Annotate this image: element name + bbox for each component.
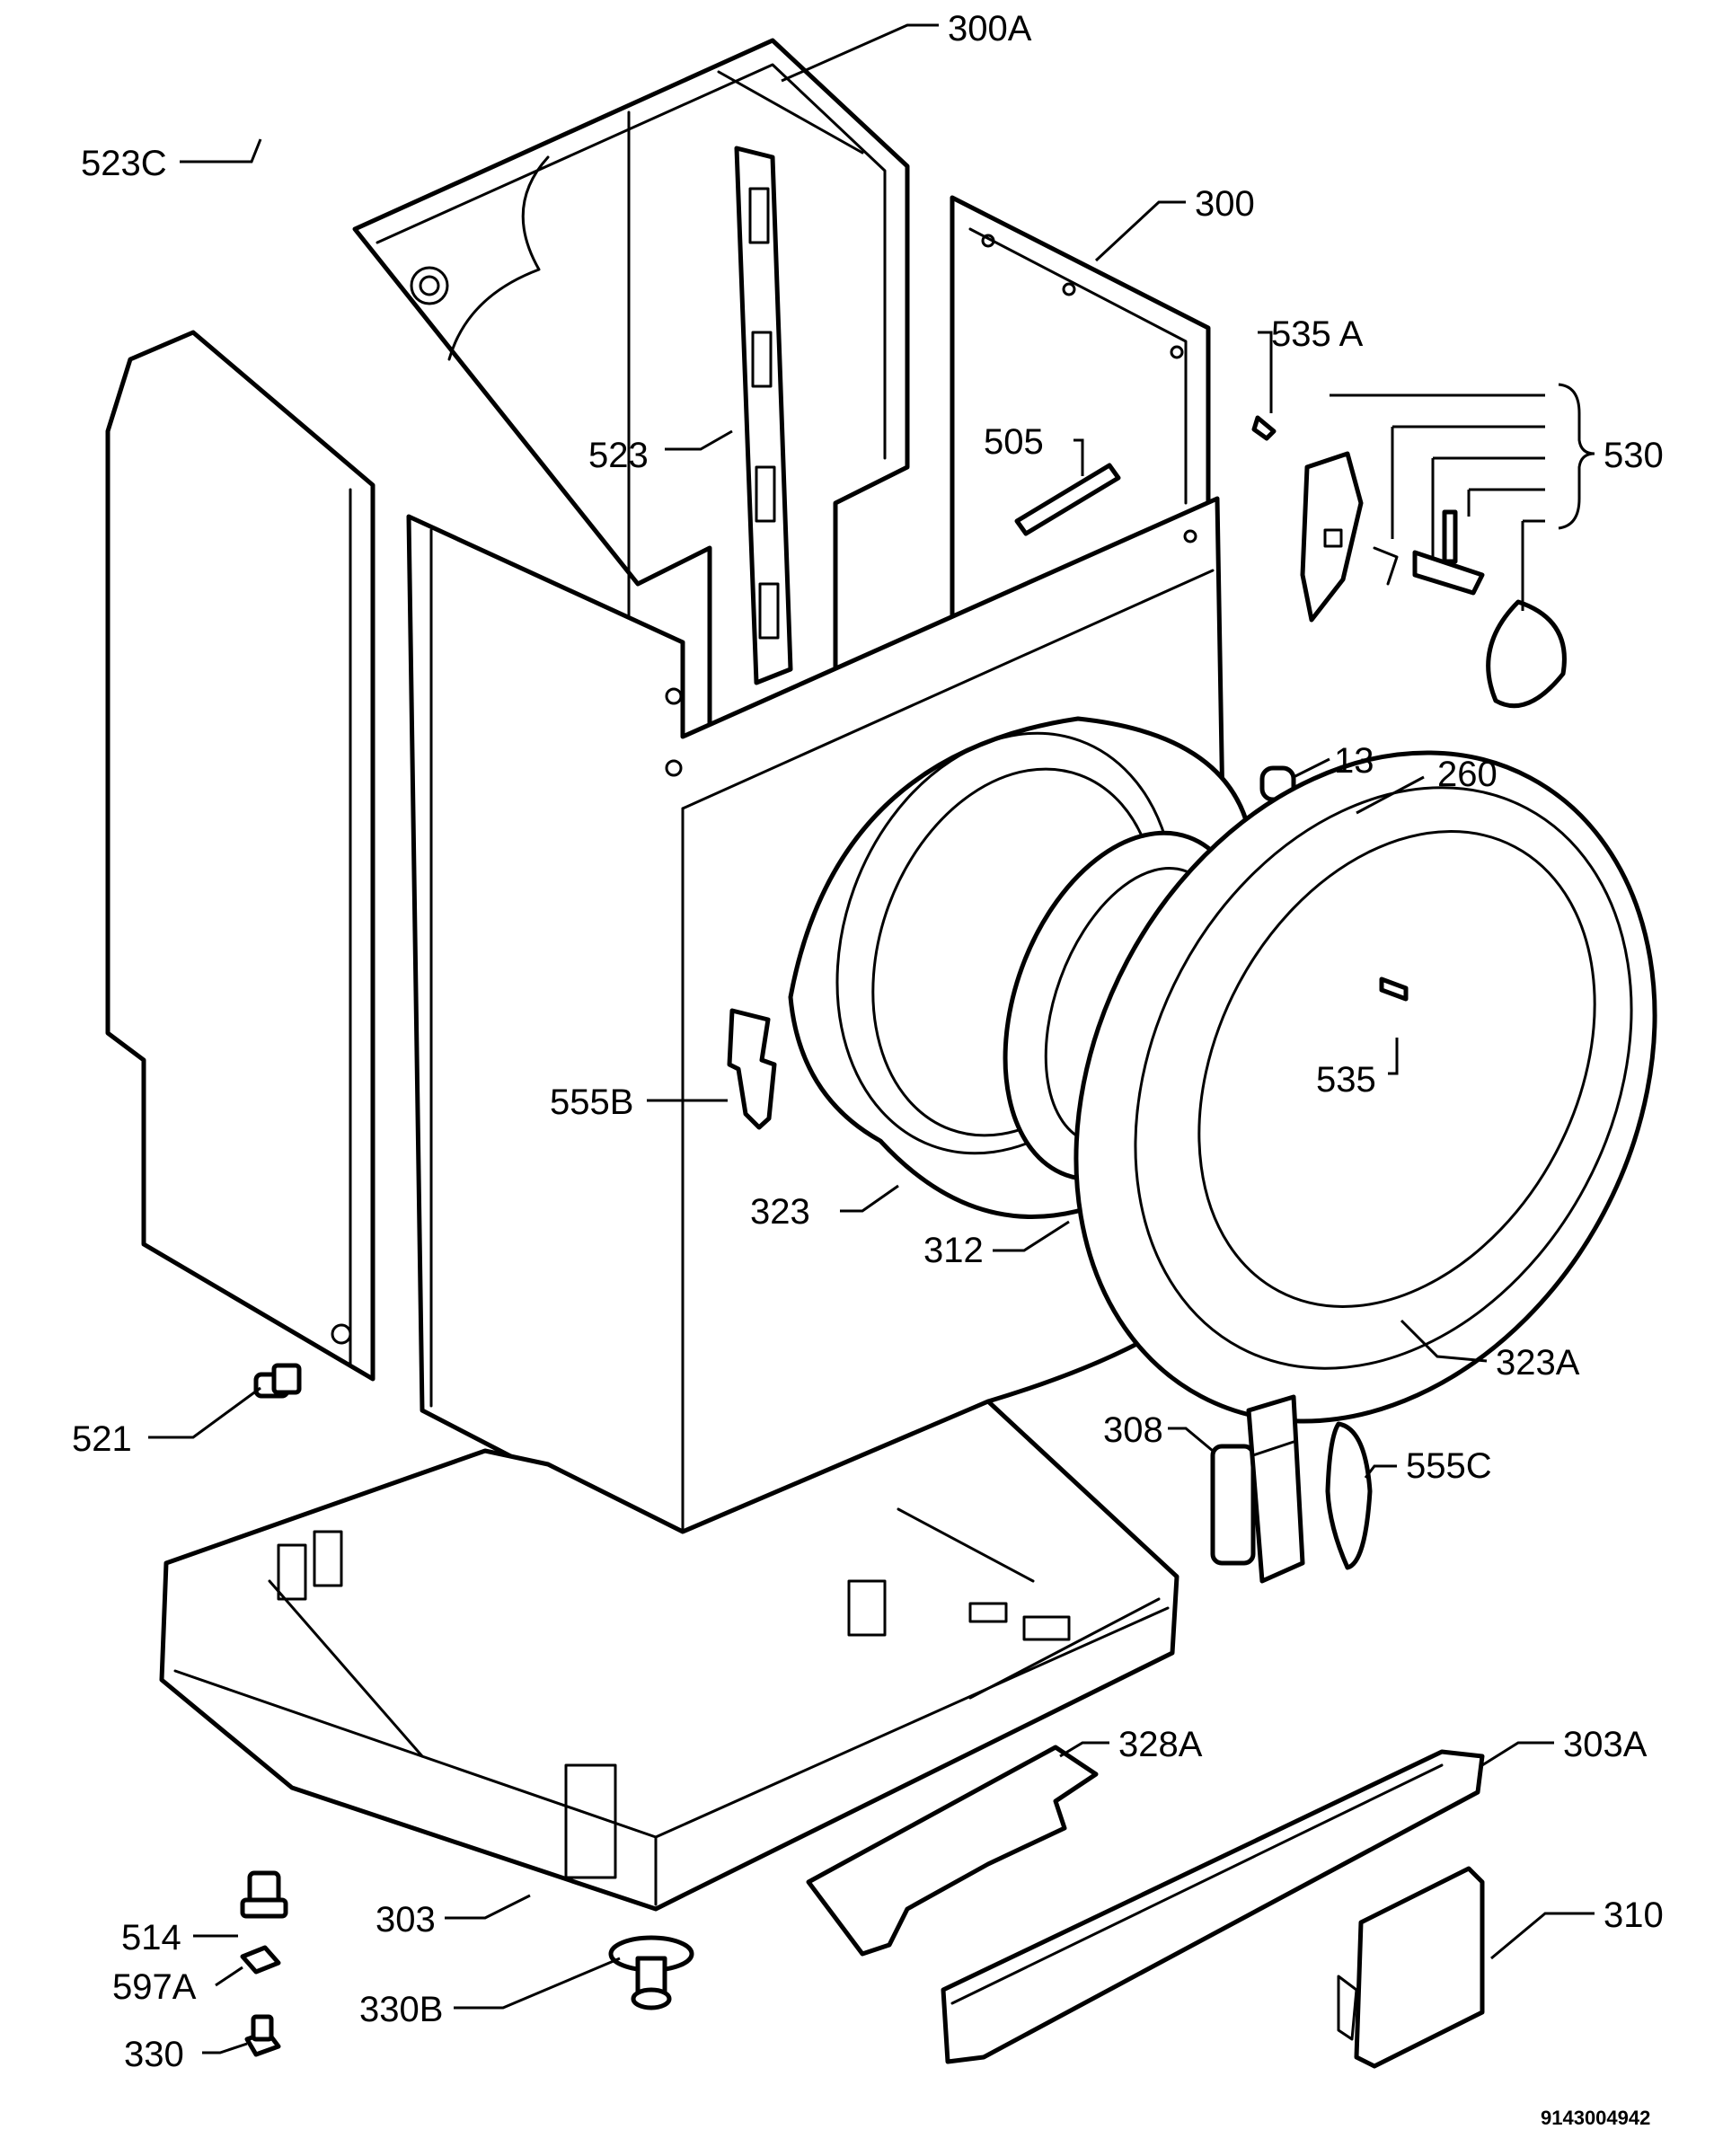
callout-555b: 555B	[550, 1082, 633, 1122]
hinge-308	[1210, 1394, 1305, 1584]
callout-303: 303	[375, 1900, 436, 1940]
callout-323: 323	[750, 1192, 810, 1232]
adjustable-foot-330b	[608, 1935, 694, 2010]
callout-312: 312	[923, 1231, 984, 1270]
drawing-number: 9143004942	[1541, 2107, 1650, 2129]
callout-308: 308	[1103, 1410, 1163, 1450]
callout-330b: 330B	[359, 1990, 443, 2029]
callout-310: 310	[1604, 1895, 1664, 1935]
callout-13: 13	[1334, 741, 1374, 781]
filter-cover-310	[1337, 1866, 1485, 2069]
left-side-panel	[105, 330, 375, 1382]
door-frame-323a	[1073, 750, 1657, 1424]
base-303	[159, 1399, 1179, 1912]
fasteners	[240, 1870, 288, 2057]
callout-555c: 555C	[1406, 1446, 1492, 1486]
callout-323a: 323A	[1496, 1343, 1580, 1383]
hinge-cover-555b	[727, 1008, 777, 1130]
callout-530: 530	[1604, 436, 1664, 475]
callout-505: 505	[984, 422, 1044, 462]
leader-lines	[148, 23, 1595, 2054]
callout-521: 521	[72, 1419, 132, 1459]
callout-514: 514	[121, 1918, 181, 1957]
side-frame-300	[950, 195, 1211, 636]
callout-535: 535	[1316, 1060, 1376, 1100]
callout-300: 300	[1195, 184, 1255, 224]
callout-303a: 303A	[1563, 1725, 1648, 1764]
pin-505	[1014, 463, 1121, 536]
callout-260: 260	[1437, 755, 1498, 794]
door-lock-parts	[1251, 415, 1567, 709]
cover-555c	[1325, 1421, 1373, 1570]
bottom-plate-328a	[806, 1745, 1099, 1957]
callout-535a: 535 A	[1271, 314, 1364, 354]
callout-328a: 328A	[1118, 1725, 1203, 1764]
callout-523: 523	[588, 436, 649, 475]
callout-523c: 523C	[81, 144, 167, 183]
callout-labels: 523C 300A 300 535 A 530 523 505 13 260 5…	[72, 9, 1664, 2129]
rail-523	[734, 146, 793, 685]
callout-330: 330	[124, 2035, 184, 2074]
callout-597a: 597A	[112, 1967, 197, 2007]
plinth-303a	[941, 1749, 1485, 2064]
callout-300a: 300A	[948, 9, 1032, 49]
screw-521	[253, 1363, 302, 1399]
